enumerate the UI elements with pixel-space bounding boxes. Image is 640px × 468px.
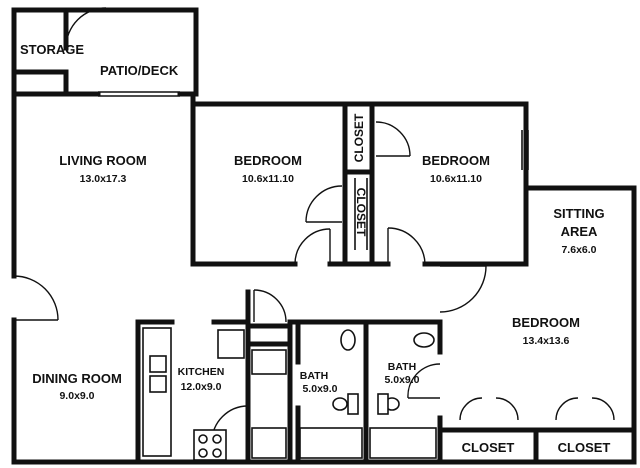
living-room-label: LIVING ROOM (59, 153, 146, 168)
stove (193, 429, 227, 461)
dining-room-size: 9.0x9.0 (59, 390, 94, 402)
sitting-area-size: 7.6x6.0 (561, 244, 596, 256)
bedroom-1-size: 10.6x11.10 (242, 173, 294, 185)
dining-room-label: DINING ROOM (32, 371, 122, 386)
bath-1-label: BATH (300, 370, 328, 382)
bedroom-1-label: BEDROOM (234, 153, 302, 168)
storage-label: STORAGE (20, 42, 84, 57)
bedroom-2-label: BEDROOM (422, 153, 490, 168)
bathtub (299, 427, 363, 459)
living-room-size: 13.0x17.3 (80, 173, 127, 185)
patio-label: PATIO/DECK (100, 63, 179, 78)
bedroom-3-label: BEDROOM (512, 315, 580, 330)
fixtures (142, 327, 437, 461)
toilet (332, 397, 348, 411)
sitting-area-label-1: SITTING (553, 206, 604, 221)
closet-1-label: CLOSET (352, 113, 366, 162)
bath-2-size: 5.0x9.0 (384, 374, 419, 386)
doors (13, 7, 615, 443)
bedroom-2-size: 10.6x11.10 (430, 173, 482, 185)
walls (11, 7, 637, 465)
room-labels: STORAGE PATIO/DECK LIVING ROOM 13.0x17.3… (20, 42, 610, 455)
bath-1-size: 5.0x9.0 (302, 383, 337, 395)
bath-2-label: BATH (388, 361, 416, 373)
closet-2-label: CLOSET (354, 188, 368, 237)
closet-4-label: CLOSET (558, 440, 611, 455)
sitting-area-label-2: AREA (561, 224, 598, 239)
kitchen-size: 12.0x9.0 (181, 381, 222, 393)
refrigerator (217, 329, 245, 359)
bedroom-3-size: 13.4x13.6 (523, 335, 570, 347)
sink (340, 329, 356, 351)
kitchen-label: KITCHEN (178, 366, 225, 378)
closet-3-label: CLOSET (462, 440, 515, 455)
